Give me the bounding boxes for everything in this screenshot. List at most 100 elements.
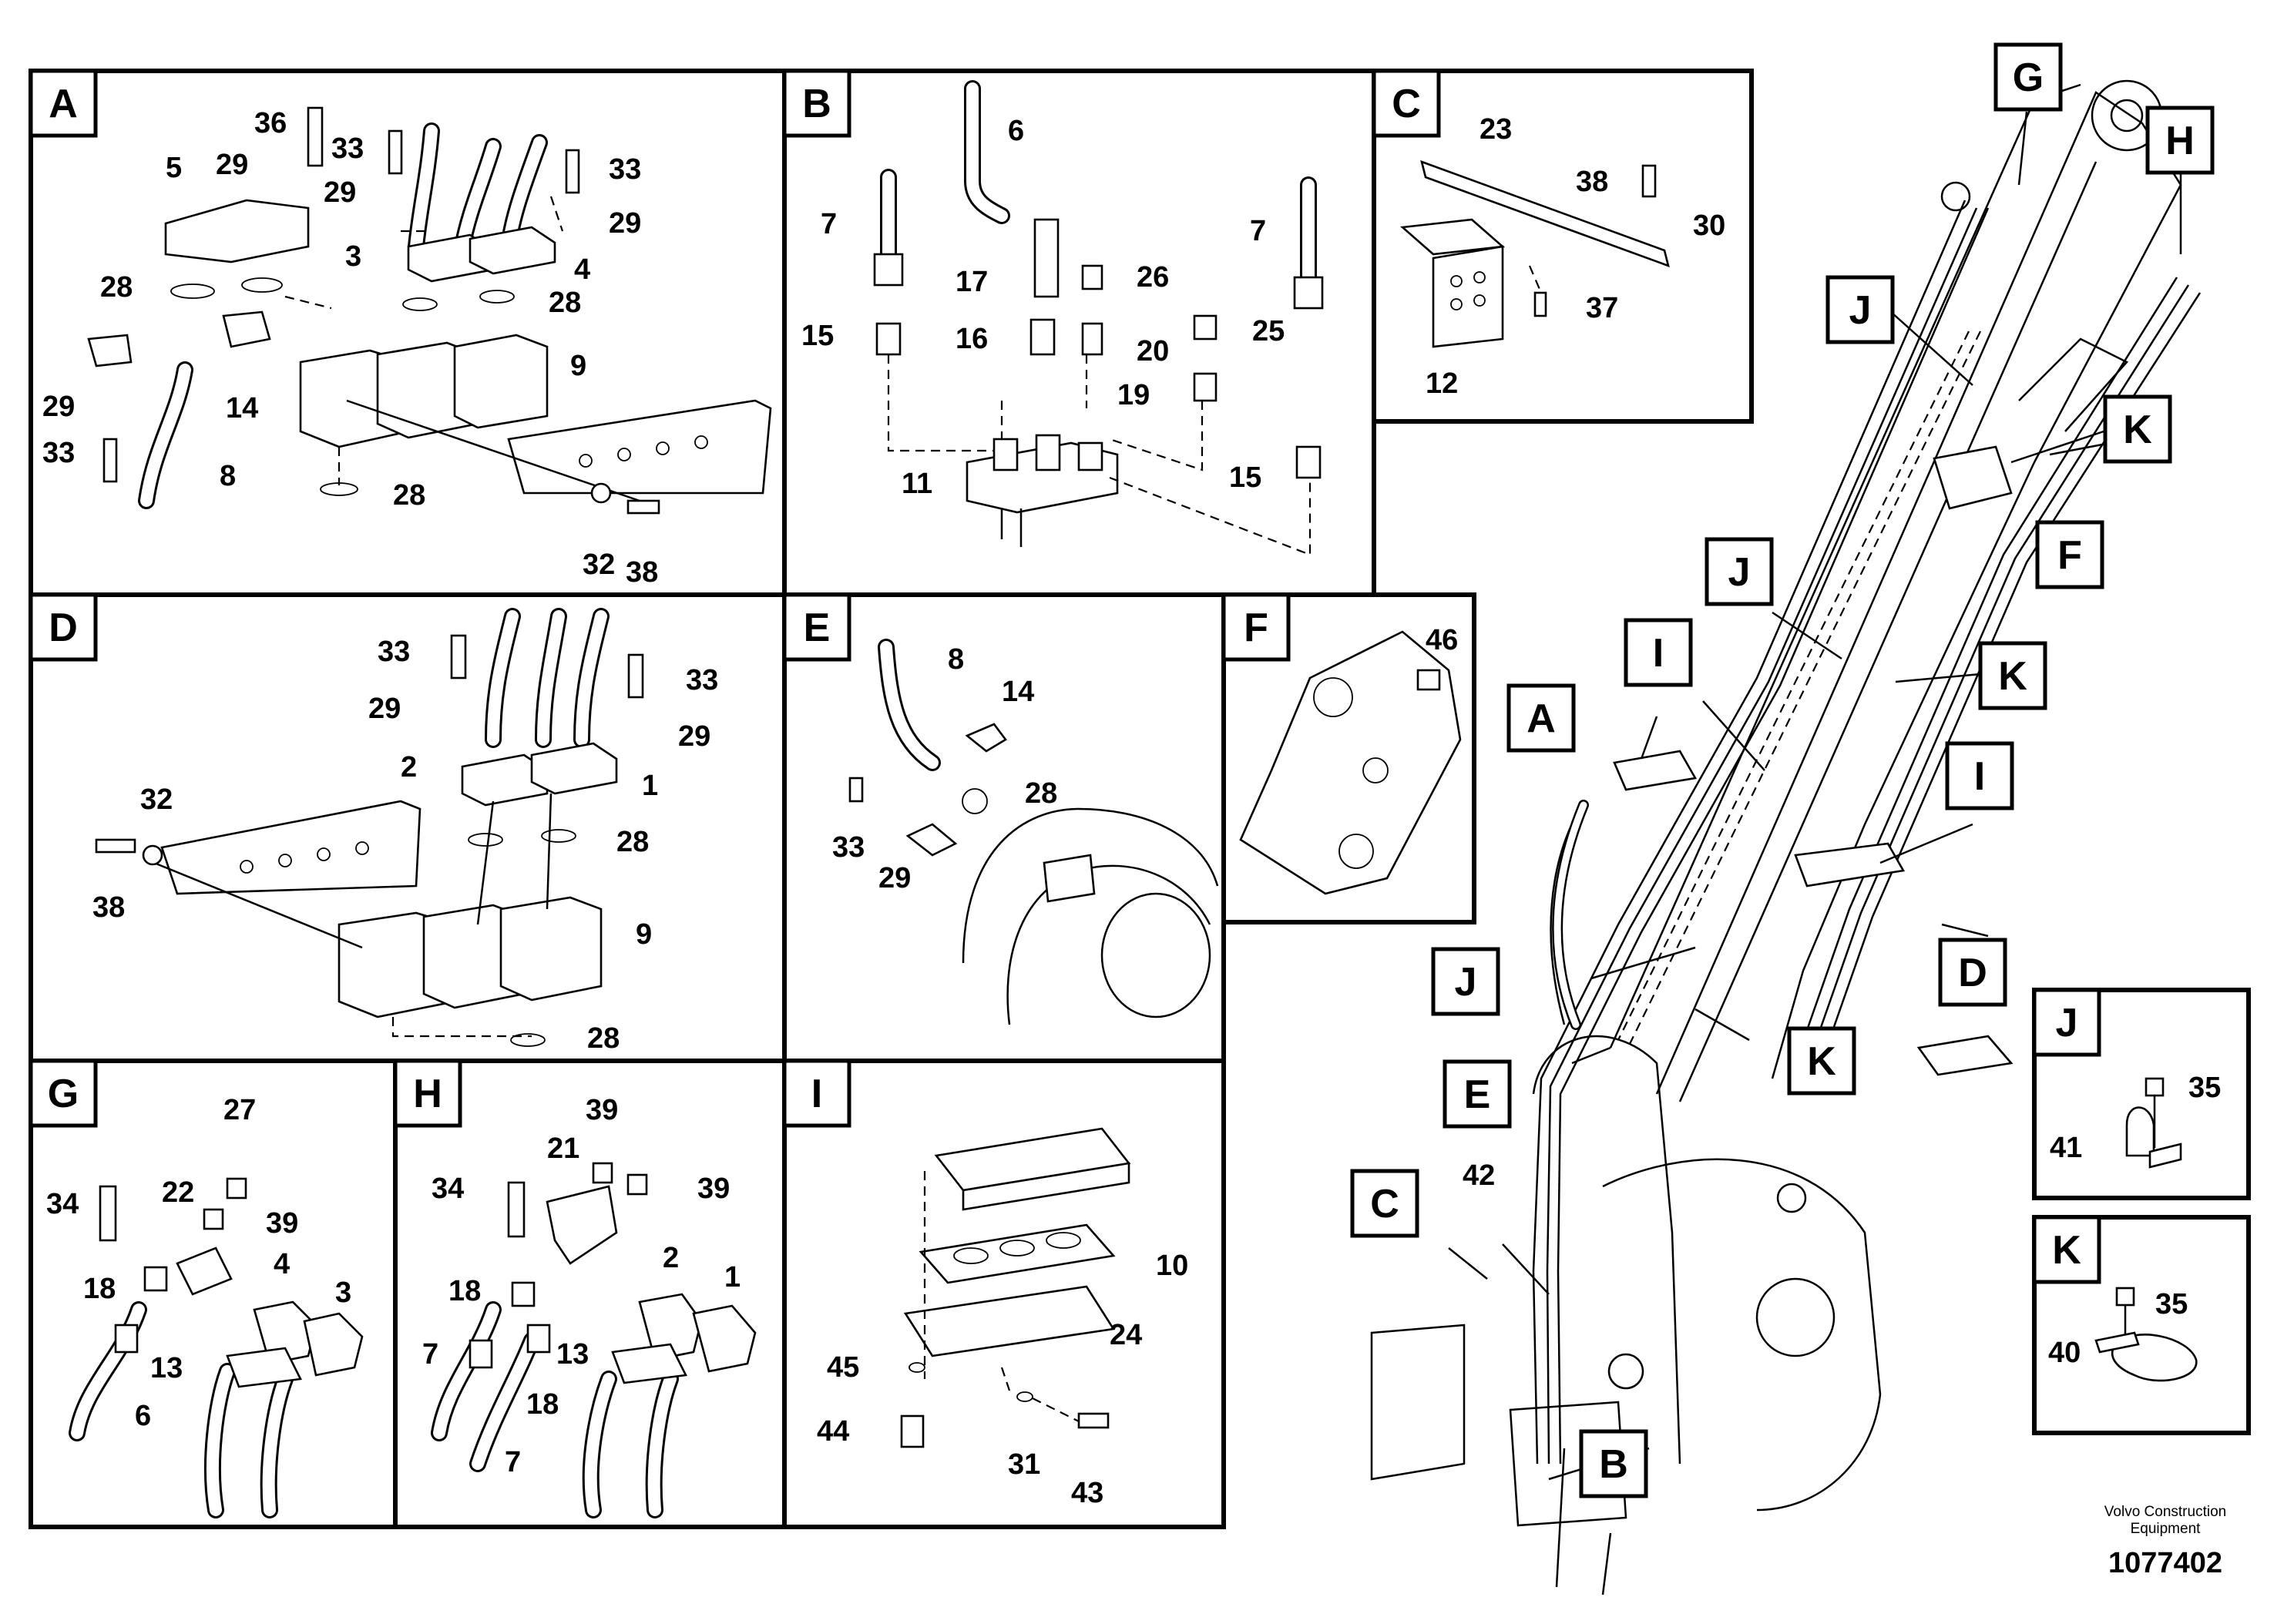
j-label-35: 35 bbox=[2188, 1072, 2221, 1104]
panel-c: C 23 38 30 37 12 bbox=[1372, 69, 1754, 424]
g-label-27: 27 bbox=[223, 1094, 256, 1126]
b-label-17: 17 bbox=[956, 266, 988, 298]
overview-callout-d: D bbox=[1958, 951, 1987, 995]
panel-e-tag: E bbox=[804, 606, 831, 650]
a-label-36: 36 bbox=[254, 107, 287, 139]
a-label-29d: 29 bbox=[42, 391, 75, 423]
panel-g: G 27 34 22 39 4 3 18 13 6 bbox=[29, 1059, 398, 1529]
d-label-33: 33 bbox=[378, 636, 410, 668]
panel-g-tag: G bbox=[48, 1072, 79, 1116]
j-label-41: 41 bbox=[2050, 1132, 2082, 1164]
e-label-28: 28 bbox=[1025, 777, 1057, 810]
overview-callout-a: A bbox=[1527, 696, 1556, 741]
g-label-34: 34 bbox=[46, 1188, 79, 1220]
a-label-28: 28 bbox=[100, 271, 133, 304]
b-label-19: 19 bbox=[1117, 379, 1150, 411]
a-label-29: 29 bbox=[216, 149, 248, 181]
overview-callout-j-mid: J bbox=[1728, 550, 1751, 595]
g-label-3: 3 bbox=[335, 1277, 351, 1309]
overview-callout-e: E bbox=[1464, 1072, 1491, 1117]
b-label-7: 7 bbox=[821, 208, 837, 240]
b-label-26: 26 bbox=[1137, 261, 1169, 294]
d-label-9: 9 bbox=[636, 918, 652, 951]
panel-j-tag: J bbox=[2056, 1001, 2078, 1045]
panel-h-tag: H bbox=[413, 1072, 442, 1116]
h-label-39b: 39 bbox=[697, 1173, 730, 1205]
a-label-9: 9 bbox=[570, 350, 586, 382]
panel-i: I 10 24 45 44 31 43 bbox=[782, 1059, 1226, 1529]
h-label-21: 21 bbox=[547, 1132, 579, 1165]
overview-callout-k-low: K bbox=[1807, 1039, 1836, 1084]
d-label-28: 28 bbox=[616, 826, 649, 858]
a-label-28c: 28 bbox=[393, 479, 425, 512]
panel-d-tag: D bbox=[49, 606, 78, 650]
h-label-2: 2 bbox=[663, 1242, 679, 1274]
boom-overview: G H J K F J K I A I D J K E C 42 B bbox=[1350, 42, 2215, 1595]
h-label-34: 34 bbox=[432, 1173, 464, 1205]
d-label-32: 32 bbox=[140, 783, 173, 816]
a-label-33c: 33 bbox=[42, 437, 75, 469]
b-label-15b: 15 bbox=[1229, 461, 1261, 494]
g-label-4: 4 bbox=[274, 1248, 290, 1280]
panel-k: K 35 40 bbox=[2032, 1215, 2251, 1435]
overview-callout-i-top: I bbox=[1653, 631, 1664, 676]
g-label-13: 13 bbox=[150, 1352, 183, 1384]
overview-callout-k-mid: K bbox=[1998, 654, 2027, 699]
overview-callout-i-mid: I bbox=[1974, 754, 1985, 799]
panel-b-tag: B bbox=[802, 82, 831, 126]
a-label-33b: 33 bbox=[609, 153, 641, 186]
overview-callout-b: B bbox=[1599, 1442, 1628, 1487]
a-label-29b: 29 bbox=[324, 176, 356, 209]
b-label-16: 16 bbox=[956, 323, 988, 355]
c-label-30: 30 bbox=[1693, 210, 1725, 242]
d-label-33b: 33 bbox=[686, 664, 718, 696]
b-label-20: 20 bbox=[1137, 335, 1169, 367]
h-label-39: 39 bbox=[586, 1094, 618, 1126]
k-label-35: 35 bbox=[2155, 1288, 2188, 1320]
g-label-39: 39 bbox=[266, 1207, 298, 1240]
company-name-line1: Volvo Construction bbox=[2104, 1504, 2227, 1520]
d-label-38: 38 bbox=[92, 891, 125, 924]
c-label-23: 23 bbox=[1480, 113, 1512, 146]
i-label-43: 43 bbox=[1071, 1477, 1103, 1509]
overview-label-42: 42 bbox=[1463, 1159, 1495, 1192]
g-label-22: 22 bbox=[162, 1176, 194, 1209]
panel-a: A 36 bbox=[29, 69, 787, 597]
h-label-18: 18 bbox=[448, 1275, 481, 1307]
panel-c-tag: C bbox=[1392, 82, 1421, 126]
a-label-29c: 29 bbox=[609, 207, 641, 240]
a-label-4: 4 bbox=[574, 253, 590, 286]
overview-callout-h: H bbox=[2165, 119, 2195, 163]
h-label-18b: 18 bbox=[526, 1388, 559, 1421]
i-label-24: 24 bbox=[1110, 1319, 1142, 1351]
company-name-line2: Equipment bbox=[2130, 1521, 2201, 1537]
i-label-44: 44 bbox=[817, 1415, 849, 1448]
i-label-10: 10 bbox=[1156, 1250, 1188, 1282]
g-label-18: 18 bbox=[83, 1273, 116, 1305]
a-label-28b: 28 bbox=[549, 287, 581, 319]
c-label-38: 38 bbox=[1576, 166, 1608, 198]
company-name: Volvo Construction Equipment bbox=[2050, 1504, 2281, 1538]
g-label-6: 6 bbox=[135, 1400, 151, 1432]
panel-f: F 46 bbox=[1221, 592, 1476, 924]
c-label-12: 12 bbox=[1426, 367, 1458, 400]
panel-j: J 35 41 bbox=[2032, 988, 2251, 1200]
d-label-28b: 28 bbox=[587, 1022, 620, 1055]
a-label-14: 14 bbox=[226, 392, 258, 424]
b-label-11: 11 bbox=[902, 468, 932, 500]
panel-b: B 6 7 7 17 26 15 16 20 25 19 11 15 bbox=[782, 69, 1376, 597]
panel-f-tag: F bbox=[1244, 606, 1268, 650]
d-label-29b: 29 bbox=[678, 720, 710, 753]
a-label-5: 5 bbox=[166, 152, 182, 184]
overview-callout-k-top: K bbox=[2123, 408, 2152, 452]
a-label-38: 38 bbox=[626, 556, 658, 589]
panel-h: H 39 21 34 39 2 1 18 7 13 18 7 bbox=[393, 1059, 787, 1529]
panel-a-tag: A bbox=[49, 82, 78, 126]
h-label-7: 7 bbox=[422, 1338, 438, 1371]
e-label-29: 29 bbox=[878, 862, 911, 894]
a-label-33: 33 bbox=[331, 133, 364, 165]
overview-callout-f: F bbox=[2057, 533, 2082, 578]
d-label-29: 29 bbox=[368, 693, 401, 725]
h-label-1: 1 bbox=[724, 1261, 741, 1293]
